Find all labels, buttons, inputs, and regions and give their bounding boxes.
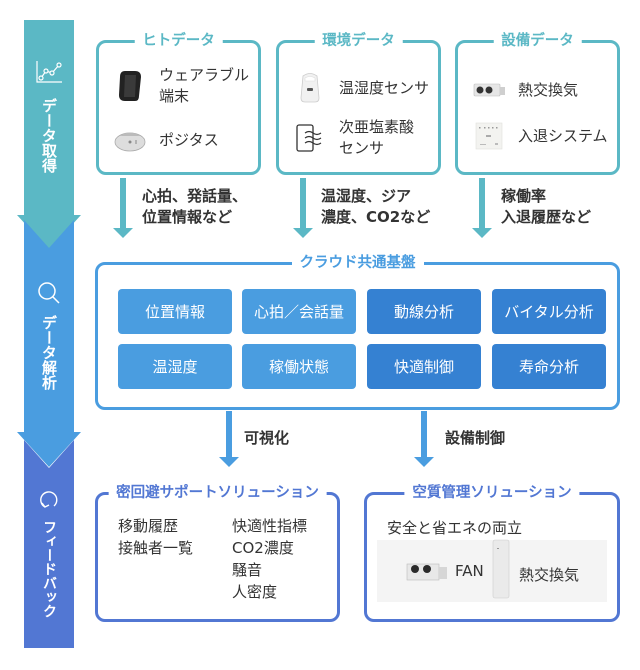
source-frame-human-data: ヒトデータ ウェアラブル 端末 ポジタス	[96, 31, 261, 175]
frame-title: ヒトデータ	[134, 31, 223, 51]
line-chart-icon	[24, 60, 74, 84]
solution-subtitle: 安全と省エネの両立	[387, 519, 523, 537]
device-name-line: ポジタス	[159, 130, 219, 149]
frame-title: 設備データ	[493, 31, 582, 51]
wearable-band-icon	[113, 69, 147, 103]
feature-item: 移動履歴	[118, 517, 179, 535]
tower-ventilator-icon	[489, 538, 513, 604]
down-arrow	[113, 178, 133, 238]
analysis-tile: 位置情報	[118, 289, 232, 334]
hypochlorous-sensor-icon	[293, 121, 327, 155]
flow-label-equipment-control: 設備制御	[445, 429, 506, 447]
source-frame-environment-data: 環境データ 温湿度センサ 次亜塩素酸 センサ	[276, 31, 441, 175]
device-name-line: 温湿度センサ	[339, 78, 430, 97]
analysis-tile: 稼働状態	[242, 344, 356, 389]
down-arrow	[414, 411, 434, 467]
device-name-line: センサ	[339, 139, 385, 157]
stage-data-analysis: データ解析	[17, 220, 81, 470]
feature-item: 人密度	[232, 583, 278, 601]
output-line: 位置情報など	[142, 208, 233, 226]
solution-feature-list: 移動履歴 接触者一覧	[118, 515, 193, 559]
device-name-line: 端末	[159, 87, 190, 105]
analysis-tile: バイタル分析	[492, 289, 606, 334]
device-name-line: ウェアラブル	[159, 66, 250, 84]
analysis-tile: 温湿度	[118, 344, 232, 389]
device-item: ウェアラブル 端末	[113, 65, 249, 107]
frame-title: クラウド共通基盤	[291, 253, 424, 273]
output-line: 入退履歴など	[501, 208, 592, 226]
device-name-line: 入退システム	[518, 126, 608, 145]
refresh-icon	[24, 488, 74, 510]
flow-label-visualization: 可視化	[244, 429, 290, 447]
temperature-humidity-sensor-icon	[293, 71, 327, 105]
stage-data-acquisition: データ取得	[17, 20, 81, 255]
analysis-tile: 寿命分析	[492, 344, 606, 389]
solution-frame-crowd-avoidance: 密回避サポートソリューション 移動履歴 接触者一覧 快適性指標 CO2濃度 騒音…	[95, 483, 340, 622]
device-item: ポジタス	[113, 123, 219, 157]
device-name-line: 熱交換気	[518, 80, 579, 99]
frame-title: 環境データ	[314, 31, 403, 51]
stage-arrow-shape	[24, 440, 74, 648]
analysis-tile: 快適制御	[367, 344, 481, 389]
source-output-label: 心拍、発話量、 位置情報など	[142, 186, 247, 228]
analysis-tile: 動線分析	[367, 289, 481, 334]
frame-title: 密回避サポートソリューション	[108, 483, 327, 503]
device-item: 入退システム	[472, 119, 608, 153]
cloud-platform-frame: クラウド共通基盤 位置情報 心拍／会話量 動線分析 バイタル分析 温湿度 稼働状…	[95, 253, 620, 410]
solution-frame-air-quality: 空質管理ソリューション 安全と省エネの両立 FAN 熱交換気	[364, 483, 620, 622]
output-line: 心拍、発話量、	[142, 187, 248, 205]
feature-item: 接触者一覧	[118, 539, 194, 557]
ceiling-sensor-icon	[113, 123, 147, 157]
output-line: 温湿度、ジア	[321, 187, 412, 205]
frame-title: 空質管理ソリューション	[404, 483, 580, 503]
heat-exchanger-icon	[472, 73, 506, 107]
stage-arrow-shape	[17, 20, 81, 250]
feature-item: 騒音	[232, 561, 263, 579]
product-label: 熱交換気	[519, 566, 580, 584]
stage-label: データ取得	[40, 98, 58, 173]
stage-label: データ解析	[40, 315, 58, 390]
analysis-tile: 心拍／会話量	[242, 289, 356, 334]
solution-feature-list: 快適性指標 CO2濃度 騒音 人密度	[232, 515, 307, 603]
stage-feedback: フィードバック	[24, 440, 74, 648]
product-panel: FAN 熱交換気	[377, 538, 607, 604]
search-icon	[24, 280, 74, 306]
output-line: 稼働率	[501, 187, 547, 205]
feature-item: 快適性指標	[232, 517, 308, 535]
down-arrow	[472, 178, 492, 238]
down-arrow	[219, 411, 239, 467]
device-item: 次亜塩素酸 センサ	[293, 117, 414, 159]
device-item: 熱交換気	[472, 73, 578, 107]
feature-item: CO2濃度	[232, 539, 294, 557]
source-output-label: 稼働率 入退履歴など	[501, 186, 591, 228]
fan-unit-icon	[405, 558, 449, 590]
stage-label: フィードバック	[41, 520, 57, 618]
source-output-label: 温湿度、ジア 濃度、CO2など	[321, 186, 430, 228]
down-arrow	[293, 178, 313, 238]
source-frame-equipment-data: 設備データ 熱交換気 入退システム	[455, 31, 620, 175]
product-label: FAN	[455, 562, 484, 580]
output-line: 濃度、CO2など	[321, 208, 431, 226]
device-item: 温湿度センサ	[293, 71, 429, 105]
stage-arrow-shape	[17, 220, 81, 467]
access-control-panel-icon	[472, 119, 506, 153]
device-name-line: 次亜塩素酸	[339, 118, 415, 136]
